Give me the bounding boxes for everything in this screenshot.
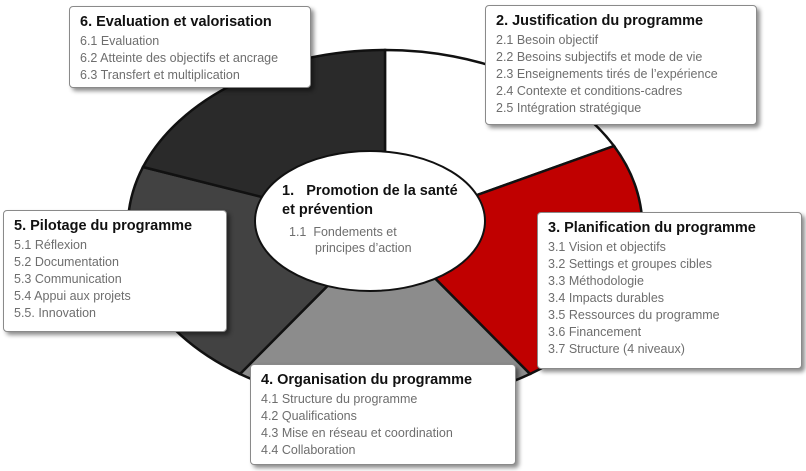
box-justification-item: 2.3 Enseignements tirés de l’expérience [496,67,718,81]
box-justification-item: 2.4 Contexte et conditions-cadres [496,84,683,98]
box-pilotage-item: 5.4 Appui aux projets [14,289,131,303]
box-planification-item: 3.2 Settings et groupes cibles [548,257,712,271]
box-justification-title: 2. Justification du programme [496,13,704,29]
box-evaluation-item: 6.1 Evaluation [80,34,160,48]
box-organisation-item: 4.4 Collaboration [261,443,356,457]
box-organisation-item: 4.1 Structure du programme [261,392,418,406]
center-title: 1. Promotion de la santé et prévention [282,182,462,220]
box-pilotage: 5. Pilotage du programme 5.1 Réflexion 5… [3,210,227,332]
box-planification-item: 3.7 Structure (4 niveaux) [548,342,685,356]
box-planification: 3. Planification du programme 3.1 Vision… [537,212,802,369]
box-pilotage-item: 5.5. Innovation [14,306,97,320]
box-planification-item: 3.3 Méthodologie [548,274,644,288]
box-evaluation-title: 6. Evaluation et valorisation [80,14,272,30]
box-pilotage-item: 5.2 Documentation [14,255,119,269]
center-item-line2: principes d’action [315,241,412,255]
center-item: 1.1 Fondements et principes d’action [289,224,469,256]
box-evaluation-item: 6.2 Atteinte des objectifs et ancrage [80,51,279,65]
box-evaluation-item: 6.3 Transfert et multiplication [80,68,240,82]
box-organisation: 4. Organisation du programme 4.1 Structu… [250,364,516,465]
center-title-line1: Promotion de la santé [306,183,458,199]
box-planification-item: 3.6 Financement [548,325,642,339]
box-planification-item: 3.5 Ressources du programme [548,308,720,322]
box-justification-item: 2.5 Intégration stratégique [496,101,642,115]
center-ellipse [254,150,486,292]
box-pilotage-item: 5.3 Communication [14,272,122,286]
center-item-num: 1.1 [289,225,307,239]
box-planification-item: 3.1 Vision et objectifs [548,240,666,254]
box-organisation-item: 4.3 Mise en réseau et coordination [261,426,453,440]
center-item-line1: Fondements et [313,225,397,239]
box-planification-title: 3. Planification du programme [548,220,756,236]
box-pilotage-item: 5.1 Réflexion [14,238,87,252]
box-pilotage-title: 5. Pilotage du programme [14,218,193,234]
box-planification-item: 3.4 Impacts durables [548,291,665,305]
center-number: 1. [282,183,295,199]
box-organisation-item: 4.2 Qualifications [261,409,357,423]
box-justification-item: 2.1 Besoin objectif [496,33,599,47]
center-title-line2: et prévention [282,202,374,218]
box-evaluation: 6. Evaluation et valorisation 6.1 Evalua… [69,6,311,88]
center-section: 1. Promotion de la santé et prévention 1… [282,182,462,256]
box-organisation-title: 4. Organisation du programme [261,372,473,388]
box-justification: 2. Justification du programme 2.1 Besoin… [485,5,757,125]
box-justification-item: 2.2 Besoins subjectifs et mode de vie [496,50,703,64]
